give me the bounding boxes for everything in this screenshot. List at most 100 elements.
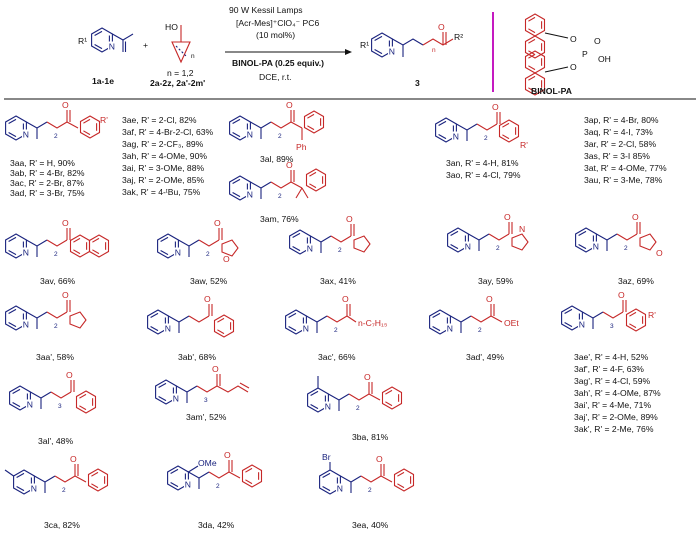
entry-3az: 3az, 69%	[618, 276, 654, 286]
subscript: 2	[54, 133, 58, 140]
rprime-label: R'	[100, 115, 108, 125]
subscript: 2	[62, 487, 66, 494]
o-label: O	[286, 100, 293, 110]
entry-3af: 3af, R' = 4-Br-2-Cl, 63%	[122, 127, 214, 137]
entry-3aj-prime: 3aj', R' = 2-OMe, 89%	[574, 412, 658, 422]
binol-oh: OH	[598, 54, 611, 64]
entry-3ae: 3ae, R' = 2-Cl, 82%	[122, 115, 197, 125]
structure-3aw: O O 2 3aw, 52%	[158, 218, 239, 286]
structure-3al: O Ph 2 3al, 89%	[230, 100, 325, 164]
o-label: O	[224, 450, 231, 460]
pyrrole-n-label: N	[519, 224, 525, 234]
entry-3av: 3av, 66%	[40, 276, 76, 286]
ether-label: OEt	[504, 318, 519, 328]
o-label: O	[492, 102, 499, 112]
entries-3aa-3ad: 3aa, R' = H, 90% 3ab, R' = 4-Br, 82% 3ac…	[10, 158, 85, 198]
o-label: O	[286, 160, 293, 170]
subscript: 2	[484, 135, 488, 142]
structure-3ea: Br O 2 3ea, 40%	[320, 452, 415, 530]
reactant-1: R¹ 1a-1e	[78, 27, 134, 86]
product-o: O	[438, 22, 445, 32]
entry-3ak: 3ak, R' = 4-ᵗBu, 75%	[122, 187, 201, 197]
structure-3an-3au: O 2 R' 3an, R' = 4-H, 81% 3ao, R' = 4-Cl…	[436, 102, 528, 180]
structure-3am: O 2 3am, 76%	[230, 160, 327, 224]
subscript: 2	[54, 323, 58, 330]
entry-3ad: 3ad, R' = 3-Br, 75%	[10, 188, 85, 198]
o-label: O	[204, 294, 211, 304]
structure-3ae-prime-3ak-prime: O R' 3	[562, 290, 656, 332]
subscript: 3	[610, 323, 614, 330]
entry-3ca: 3ca, 82%	[44, 520, 80, 530]
reactant1-label: 1a-1e	[92, 76, 114, 86]
structure-3ca: O 2 3ca, 82%	[4, 454, 109, 530]
entry-3as: 3as, R' = 3-I 85%	[584, 151, 650, 161]
o-label: O	[214, 218, 221, 228]
o-label: O	[66, 370, 73, 380]
structure-3da: OMe O 2 3da, 42%	[168, 450, 263, 530]
subscript: 2	[206, 251, 210, 258]
o-label: O	[486, 294, 493, 304]
o-label: O	[62, 218, 69, 228]
structure-3aa-prime: O 2 3aa', 58%	[6, 290, 87, 362]
entry-3aa: 3aa, R' = H, 90%	[10, 158, 75, 168]
subscript: 2	[496, 245, 500, 252]
entries-3ap-3au: 3ap, R' = 4-Br, 80% 3aq, R' = 4-I, 73% 3…	[584, 115, 667, 185]
entry-3ea: 3ea, 40%	[352, 520, 389, 530]
structure-3az: O O 2 3az, 69%	[576, 212, 663, 286]
subscript: 2	[368, 487, 372, 494]
entry-3am: 3am, 76%	[260, 214, 299, 224]
o-label: O	[62, 100, 69, 110]
rprime-label: R'	[520, 140, 528, 150]
entry-3aw: 3aw, 52%	[190, 276, 228, 286]
entry-3al-prime: 3al', 48%	[38, 436, 73, 446]
entry-3at: 3at, R' = 4-OMe, 77%	[584, 163, 667, 173]
structure-3ac-prime: O n-C₇H₁₅ 2 3ac', 66%	[286, 294, 388, 362]
structure-3ay: O N 2 3ay, 59%	[448, 212, 529, 286]
entry-3aa-prime: 3aa', 58%	[36, 352, 74, 362]
product-label: 3	[415, 78, 420, 88]
entry-3ac-prime: 3ac', 66%	[318, 352, 356, 362]
o-label: O	[342, 294, 349, 304]
entry-3aq: 3aq, R' = 4-I, 73%	[584, 127, 653, 137]
subscript: 3	[204, 397, 208, 404]
o-label: O	[364, 372, 371, 382]
subscript: 2	[278, 193, 282, 200]
subscript: 2	[216, 483, 220, 490]
solvent-text: DCE, r.t.	[259, 72, 291, 82]
entry-3ap: 3ap, R' = 4-Br, 80%	[584, 115, 659, 125]
entry-3da: 3da, 42%	[198, 520, 235, 530]
o-label: O	[376, 454, 383, 464]
subscript: 2	[478, 327, 482, 334]
entry-3an: 3an, R' = 4-H, 81%	[446, 158, 519, 168]
reactant2-label: 2a-2z, 2a'-2m'	[150, 78, 205, 88]
entry-3ay: 3ay, 59%	[478, 276, 514, 286]
structure-3al-prime: O 3 3al', 48%	[10, 370, 97, 446]
furan-o-label: O	[656, 248, 663, 258]
subscript: 2	[54, 251, 58, 258]
entry-3aj: 3aj, R' = 2-OMe, 85%	[122, 175, 204, 185]
binol-pa-label: BINOL-PA	[531, 86, 572, 96]
entry-3ai: 3ai, R' = 3-OMe, 88%	[122, 163, 204, 173]
binol-o2: O	[570, 62, 577, 72]
entry-3ae-prime: 3ae', R' = 4-H, 52%	[574, 352, 649, 362]
alkyl-label: n-C₇H₁₅	[358, 318, 388, 328]
structure-3ab-prime: O 3ab', 68%	[148, 294, 235, 362]
subscript: 3	[58, 403, 62, 410]
entry-3ab-prime: 3ab', 68%	[178, 352, 216, 362]
reactant1-r1-label: R¹	[78, 36, 87, 46]
o-label: O	[618, 290, 625, 300]
subscript: 2	[338, 247, 342, 254]
br-label: Br	[322, 452, 331, 462]
binol-o3: O	[594, 36, 601, 46]
plus-sign: +	[143, 40, 148, 50]
entry-3ab: 3ab, R' = 4-Br, 82%	[10, 168, 85, 178]
entry-3ai-prime: 3ai', R' = 4-Me, 71%	[574, 400, 651, 410]
ome-label: OMe	[198, 458, 217, 468]
binol-o1: O	[570, 34, 577, 44]
subscript: 2	[356, 405, 360, 412]
subscript: 2	[278, 133, 282, 140]
product-r1: R¹	[360, 40, 369, 50]
rprime-label: R'	[648, 310, 656, 320]
entry-3au: 3au, R' = 3-Me, 78%	[584, 175, 663, 185]
reactant2-oh: HO	[165, 22, 178, 32]
